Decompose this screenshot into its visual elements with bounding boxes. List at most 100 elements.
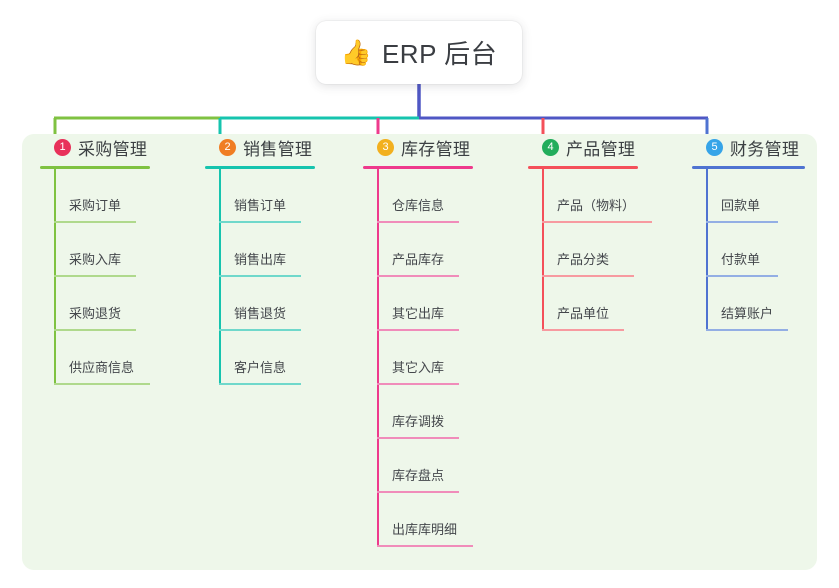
branch-item-label: 产品库存: [392, 252, 445, 267]
branch-item-rule: [219, 221, 301, 223]
branch-item-label: 采购入库: [69, 252, 122, 267]
branch-item-label: 其它出库: [392, 306, 445, 321]
branch-number-badge: 4: [542, 138, 559, 156]
branch-item-label: 产品（物料）: [557, 198, 636, 213]
branch-item[interactable]: 产品单位: [528, 277, 638, 331]
branch-item[interactable]: 采购入库: [40, 223, 150, 277]
branch-number-badge: 1: [54, 138, 71, 156]
branch-number-badge: 5: [706, 138, 723, 156]
branch-item-rule: [377, 545, 473, 547]
branch-item[interactable]: 销售订单: [205, 169, 315, 223]
branch-item-rule: [54, 275, 136, 277]
branch-item[interactable]: 销售出库: [205, 223, 315, 277]
branch-item-label: 供应商信息: [69, 360, 135, 375]
branch-item-label: 产品分类: [557, 252, 610, 267]
branch-item-list: 采购订单采购入库采购退货供应商信息: [40, 169, 150, 385]
branch-title: 采购管理: [78, 139, 148, 159]
branch-item-rule: [54, 221, 136, 223]
branch-column-1: 1 采购管理采购订单采购入库采购退货供应商信息: [40, 134, 150, 385]
thumbs-up-icon: 👍: [340, 38, 372, 67]
branch-title: 财务管理: [730, 139, 800, 159]
branch-item-list: 销售订单销售出库销售退货客户信息: [205, 169, 315, 385]
branch-item-rule: [542, 329, 624, 331]
branch-item[interactable]: 回款单: [692, 169, 805, 223]
branch-item[interactable]: 库存调拨: [363, 385, 473, 439]
branch-spine: [219, 169, 221, 385]
branch-item[interactable]: 客户信息: [205, 331, 315, 385]
branch-item-label: 出库库明细: [392, 522, 458, 537]
branch-header-5[interactable]: 5 财务管理: [692, 134, 805, 160]
branch-item[interactable]: 产品库存: [363, 223, 473, 277]
branch-item-label: 结算账户: [721, 306, 774, 321]
branch-item-rule: [219, 329, 301, 331]
branch-spine: [706, 169, 708, 331]
branch-item[interactable]: 销售退货: [205, 277, 315, 331]
branch-item-rule: [219, 275, 301, 277]
branch-header-rule: [528, 166, 638, 169]
branch-header-rule: [363, 166, 473, 169]
branch-column-4: 4 产品管理产品（物料） 产品分类产品单位: [528, 134, 652, 331]
branch-item[interactable]: 库存盘点: [363, 439, 473, 493]
branch-item-rule: [377, 437, 459, 439]
branch-item-label: 销售退货: [234, 306, 287, 321]
root-node-card[interactable]: 👍 ERP 后台: [316, 21, 522, 84]
branch-number-badge: 2: [219, 138, 236, 156]
branch-item-label: 采购退货: [69, 306, 122, 321]
branch-spine: [542, 169, 544, 331]
branch-item-label: 库存盘点: [392, 468, 445, 483]
branch-column-2: 2 销售管理销售订单销售出库销售退货客户信息: [205, 134, 315, 385]
branch-item-label: 库存调拨: [392, 414, 445, 429]
branch-item[interactable]: 产品（物料）: [528, 169, 652, 223]
branch-item-rule: [377, 221, 459, 223]
branch-item[interactable]: 其它出库: [363, 277, 473, 331]
branch-item-label: 客户信息: [234, 360, 287, 375]
branch-header-rule: [692, 166, 805, 169]
branch-item[interactable]: 采购订单: [40, 169, 150, 223]
branch-item-label: 产品单位: [557, 306, 610, 321]
branch-item-rule: [377, 275, 459, 277]
branches-panel: 1 采购管理采购订单采购入库采购退货供应商信息 2 销售管理销售订单销售出库销售退货客…: [22, 134, 817, 570]
branch-item-label: 其它入库: [392, 360, 445, 375]
branch-item-rule: [54, 383, 150, 385]
branch-item-rule: [706, 221, 778, 223]
branch-column-5: 5 财务管理回款单付款单结算账户: [692, 134, 805, 331]
branch-title: 产品管理: [566, 139, 636, 159]
branch-item[interactable]: 仓库信息: [363, 169, 473, 223]
branch-item[interactable]: 产品分类: [528, 223, 638, 277]
branch-item[interactable]: 结算账户: [692, 277, 805, 331]
root-node-title: ERP 后台: [381, 39, 498, 69]
branch-item[interactable]: 采购退货: [40, 277, 150, 331]
branch-item-label: 采购订单: [69, 198, 122, 213]
branch-item-rule: [377, 383, 459, 385]
branch-item-list: 仓库信息产品库存其它出库其它入库库存调拨库存盘点出库库明细: [363, 169, 473, 547]
branch-header-3[interactable]: 3 库存管理: [363, 134, 473, 160]
branch-item-list: 产品（物料） 产品分类产品单位: [528, 169, 652, 331]
branch-header-rule: [40, 166, 150, 169]
branch-item-label: 付款单: [721, 252, 761, 267]
branch-item[interactable]: 供应商信息: [40, 331, 150, 385]
branch-item[interactable]: 付款单: [692, 223, 805, 277]
branch-header-4[interactable]: 4 产品管理: [528, 134, 638, 160]
branch-item-rule: [542, 275, 634, 277]
branch-column-3: 3 库存管理仓库信息产品库存其它出库其它入库库存调拨库存盘点出库库明细: [363, 134, 473, 547]
branch-number-badge: 3: [377, 138, 394, 156]
branch-item-rule: [542, 221, 652, 223]
branch-item-label: 回款单: [721, 198, 761, 213]
branch-item-rule: [377, 329, 459, 331]
branch-header-rule: [205, 166, 315, 169]
branch-item-rule: [54, 329, 136, 331]
branch-item-rule: [706, 275, 778, 277]
branch-item-rule: [219, 383, 301, 385]
branch-item[interactable]: 出库库明细: [363, 493, 473, 547]
branch-item-label: 仓库信息: [392, 198, 445, 213]
branch-item[interactable]: 其它入库: [363, 331, 473, 385]
branch-header-2[interactable]: 2 销售管理: [205, 134, 315, 160]
branch-title: 销售管理: [243, 139, 313, 159]
branch-item-label: 销售订单: [234, 198, 287, 213]
branch-item-rule: [377, 491, 459, 493]
branch-item-rule: [706, 329, 788, 331]
branch-title: 库存管理: [401, 139, 471, 159]
branch-item-list: 回款单付款单结算账户: [692, 169, 805, 331]
branch-item-label: 销售出库: [234, 252, 287, 267]
branch-header-1[interactable]: 1 采购管理: [40, 134, 150, 160]
